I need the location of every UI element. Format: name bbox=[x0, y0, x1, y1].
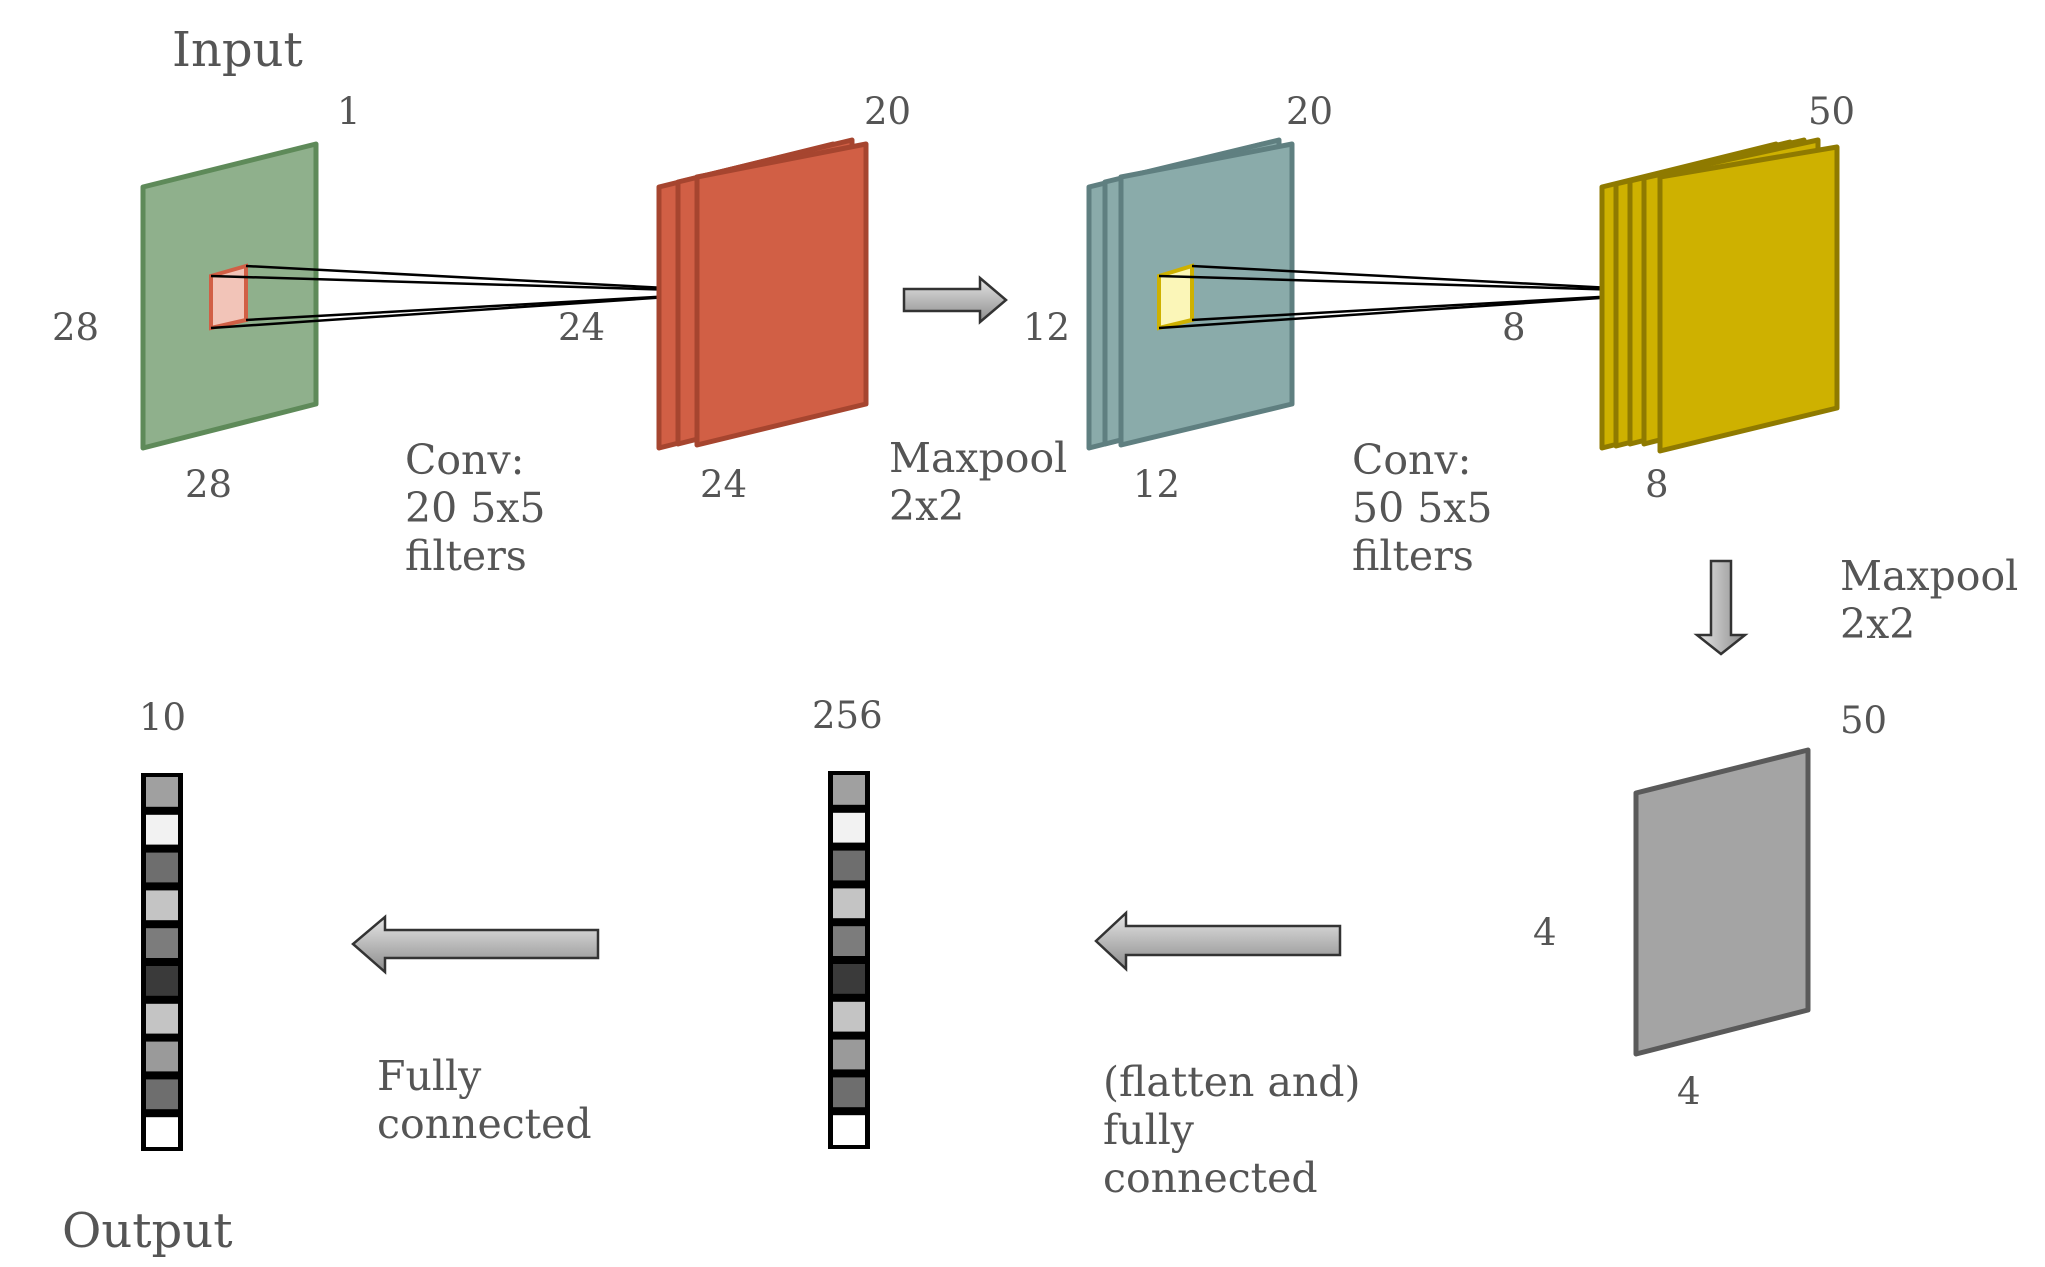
fc2-vector-cell bbox=[146, 777, 178, 807]
input-depth-label: 1 bbox=[337, 90, 361, 133]
fc2-vector-cell bbox=[146, 1003, 178, 1034]
fc2-vector-cell bbox=[146, 1079, 178, 1110]
pool2-arrow bbox=[1693, 559, 1749, 656]
input-height-label: 28 bbox=[52, 306, 99, 349]
conv1-height-label: 24 bbox=[558, 306, 605, 349]
conv2-depth-label: 50 bbox=[1808, 90, 1855, 133]
conv1-op-line-1: Conv: bbox=[405, 436, 524, 484]
fc1-vector-cell bbox=[833, 1077, 865, 1108]
conv2-op-line-2: 50 5x5 bbox=[1352, 484, 1493, 532]
conv2-map-front bbox=[1657, 144, 1840, 454]
fc1-vector-cell bbox=[833, 1115, 865, 1145]
pool1-depth-label: 20 bbox=[1286, 90, 1333, 133]
fc2-op-line-1: Fully bbox=[377, 1052, 482, 1100]
conv2-op-line-3: filters bbox=[1352, 532, 1474, 580]
fc2-vector-cell bbox=[146, 890, 178, 921]
pool2-depth-label: 50 bbox=[1840, 699, 1887, 742]
fc2-vector-cell bbox=[146, 814, 178, 845]
fc2-vector-cell bbox=[146, 966, 178, 996]
input-width-label: 28 bbox=[185, 463, 232, 506]
conv2-height-label: 8 bbox=[1502, 306, 1526, 349]
pool1-op-line-1: Maxpool bbox=[889, 434, 1067, 482]
input-layer bbox=[140, 141, 744, 451]
fc1-vector-cell bbox=[833, 850, 865, 881]
conv1-map-front bbox=[694, 141, 869, 448]
pool2-plane bbox=[1633, 747, 1811, 1057]
fc2-vector-cell bbox=[146, 1041, 178, 1072]
pool1-stack bbox=[1086, 137, 1689, 451]
conv1-stack bbox=[656, 137, 869, 451]
pool2-height-label: 4 bbox=[1533, 911, 1557, 954]
conv1-op-line-3: filters bbox=[405, 532, 527, 580]
fc1-vector bbox=[828, 771, 870, 1149]
fc1-op-text: (flatten and) fully connected bbox=[1103, 1058, 1361, 1202]
fc1-vector-cell bbox=[833, 964, 865, 994]
fc1-op-line-2: fully bbox=[1103, 1106, 1195, 1154]
fc1-arrow bbox=[1094, 910, 1342, 972]
fc1-vector-cell bbox=[833, 812, 865, 843]
fc2-vector bbox=[141, 773, 183, 1151]
conv1-width-label: 24 bbox=[700, 463, 747, 506]
fc1-op-line-1: (flatten and) bbox=[1103, 1058, 1361, 1106]
conv1-op-line-2: 20 5x5 bbox=[405, 484, 546, 532]
pool1-op-text: Maxpool 2x2 bbox=[889, 434, 1067, 530]
fc2-vector-cell bbox=[146, 928, 178, 958]
pool2-op-line-1: Maxpool bbox=[1840, 552, 2018, 600]
pool2-op-text: Maxpool 2x2 bbox=[1840, 552, 2018, 648]
conv2-op-text: Conv: 50 5x5 filters bbox=[1352, 436, 1493, 580]
conv2-op-line-1: Conv: bbox=[1352, 436, 1471, 484]
fc1-vector-cell bbox=[833, 775, 865, 805]
fc1-vector-cell bbox=[833, 888, 865, 919]
fc1-size-label: 256 bbox=[812, 694, 883, 737]
conv2-width-label: 8 bbox=[1645, 463, 1669, 506]
fc1-vector-cell bbox=[833, 1039, 865, 1070]
fc2-arrow bbox=[351, 914, 600, 975]
fc2-size-label: 10 bbox=[139, 696, 186, 739]
fc1-vector-cell bbox=[833, 1001, 865, 1032]
fc1-op-line-3: connected bbox=[1103, 1154, 1318, 1202]
pool1-op-line-2: 2x2 bbox=[889, 482, 964, 530]
conv2-stack bbox=[1599, 137, 1840, 454]
fc2-vector-cell bbox=[146, 1117, 178, 1147]
fc2-op-line-2: connected bbox=[377, 1100, 592, 1148]
pool2-op-line-2: 2x2 bbox=[1840, 600, 1915, 648]
pool1-width-label: 12 bbox=[1133, 463, 1180, 506]
fc1-vector-cell bbox=[833, 926, 865, 956]
conv1-depth-label: 20 bbox=[864, 90, 911, 133]
input-title: Input bbox=[172, 22, 303, 78]
conv1-op-text: Conv: 20 5x5 filters bbox=[405, 436, 546, 580]
pool1-height-label: 12 bbox=[1023, 306, 1070, 349]
fc2-op-text: Fully connected bbox=[377, 1052, 592, 1148]
pool1-arrow bbox=[902, 275, 1008, 325]
pool2-width-label: 4 bbox=[1677, 1070, 1701, 1113]
pool1-map-front bbox=[1118, 141, 1295, 448]
output-title: Output bbox=[62, 1203, 232, 1259]
fc2-vector-cell bbox=[146, 852, 178, 883]
